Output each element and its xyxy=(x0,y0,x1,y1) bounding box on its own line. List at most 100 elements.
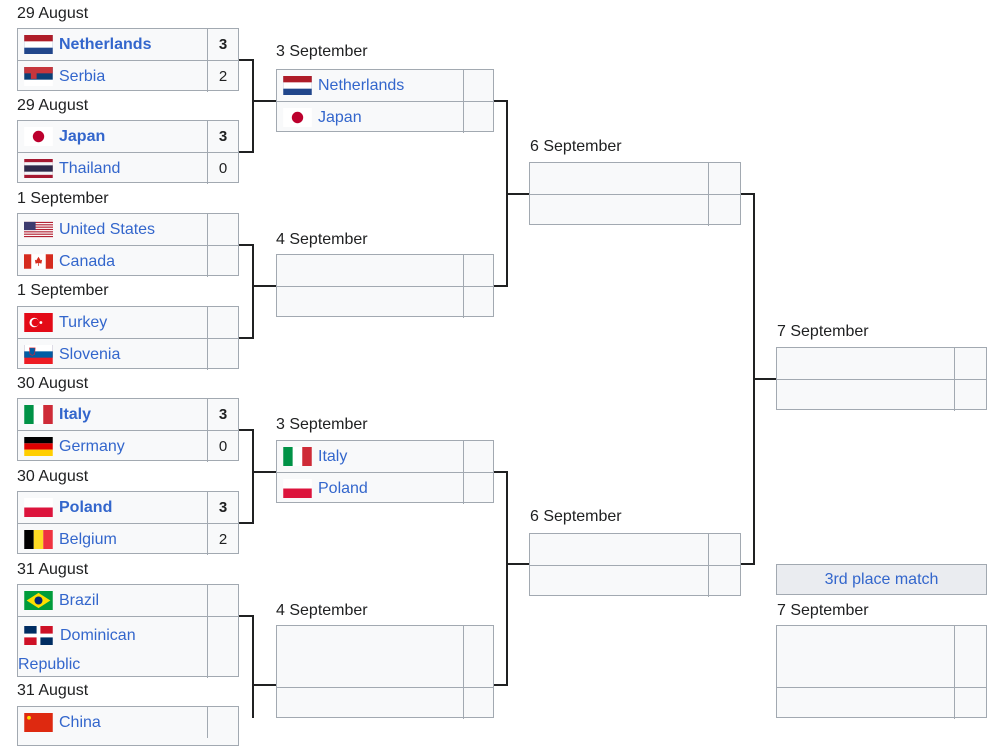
team-link[interactable]: Japan xyxy=(59,127,106,145)
bracket-connector xyxy=(239,615,254,617)
score-cell: 3 xyxy=(207,492,238,523)
bracket-connector xyxy=(239,429,254,431)
match-box: Italy 3 Germany 0 xyxy=(17,398,239,462)
slovenia-flag-icon xyxy=(24,345,53,364)
team-cell: United States xyxy=(18,214,207,245)
team-cell: China xyxy=(18,707,207,738)
match-date: 6 September xyxy=(530,138,622,155)
team-row: Italy xyxy=(277,441,493,472)
score-cell xyxy=(207,707,238,738)
team-row xyxy=(277,687,493,719)
bracket-connector xyxy=(494,285,508,287)
score-cell xyxy=(954,688,986,719)
team-row xyxy=(530,534,740,565)
team-cell: Belgium xyxy=(18,524,207,555)
dominican-republic-flag-icon xyxy=(24,626,53,646)
match-date: 7 September xyxy=(777,602,869,619)
united-states-flag-icon xyxy=(24,221,53,238)
team-cell: Slovenia xyxy=(18,339,207,370)
team-cell: Germany xyxy=(18,431,207,462)
team-link[interactable]: Poland xyxy=(59,498,113,516)
team-cell xyxy=(777,380,954,411)
team-cell xyxy=(777,626,954,687)
netherlands-flag-icon xyxy=(24,35,53,54)
team-link[interactable]: Netherlands xyxy=(59,35,152,53)
team-cell xyxy=(777,348,954,379)
team-row: Japan 3 xyxy=(18,121,238,152)
team-link[interactable]: Brazil xyxy=(59,591,100,609)
japan-flag-icon xyxy=(24,127,53,146)
team-cell: Netherlands xyxy=(18,29,207,60)
team-link[interactable]: Dominican xyxy=(60,627,136,644)
match-date: 29 August xyxy=(17,97,89,114)
match-box xyxy=(776,625,987,719)
match-box: Netherlands Japan xyxy=(276,69,494,133)
poland-flag-icon xyxy=(24,498,53,517)
team-cell xyxy=(530,566,708,597)
team-cell xyxy=(277,626,463,687)
team-row xyxy=(530,194,740,226)
team-link[interactable]: Netherlands xyxy=(318,76,405,94)
team-link[interactable]: Germany xyxy=(59,437,125,455)
team-cell: Japan xyxy=(277,102,463,133)
team-cell: Serbia xyxy=(18,61,207,92)
team-link[interactable]: United States xyxy=(59,220,156,238)
bracket-connector xyxy=(252,285,276,287)
team-row: Belgium 2 xyxy=(18,523,238,555)
team-link[interactable]: Poland xyxy=(318,479,368,497)
team-link[interactable]: Italy xyxy=(59,405,92,423)
team-row: Germany 0 xyxy=(18,430,238,462)
bracket-connector xyxy=(239,337,254,339)
team-link[interactable]: Slovenia xyxy=(59,345,121,363)
score-cell xyxy=(463,255,493,286)
team-cell xyxy=(777,688,954,719)
team-link[interactable]: Republic xyxy=(18,656,81,673)
team-row: Italy 3 xyxy=(18,399,238,430)
match-box xyxy=(776,347,987,411)
match-date: 30 August xyxy=(17,375,89,392)
score-cell xyxy=(463,287,493,318)
team-row: Thailand 0 xyxy=(18,152,238,184)
serbia-flag-icon xyxy=(24,67,53,86)
team-link[interactable]: Italy xyxy=(318,447,348,465)
team-row: Japan xyxy=(277,101,493,133)
bracket-connector xyxy=(239,59,254,61)
team-link[interactable]: Japan xyxy=(318,108,362,126)
team-row xyxy=(277,255,493,286)
bracket-connector xyxy=(506,471,508,686)
bracket-connector xyxy=(239,244,254,246)
bracket-connector xyxy=(252,615,254,718)
team-cell xyxy=(277,287,463,318)
team-cell: Netherlands xyxy=(277,70,463,101)
score-cell xyxy=(708,195,740,226)
italy-flag-icon xyxy=(24,405,53,424)
japan-flag-icon xyxy=(283,108,312,127)
match-box: Poland 3 Belgium 2 xyxy=(17,491,239,555)
team-cell: Canada xyxy=(18,246,207,277)
team-link[interactable]: China xyxy=(59,713,101,731)
bracket-connector xyxy=(494,684,508,686)
score-cell: 2 xyxy=(207,61,238,92)
score-cell xyxy=(207,214,238,245)
team-row: Poland 3 xyxy=(18,492,238,523)
team-row xyxy=(777,348,986,379)
team-row: Turkey xyxy=(18,307,238,338)
team-link[interactable]: Turkey xyxy=(59,313,108,331)
score-cell xyxy=(463,70,493,101)
team-cell: Poland xyxy=(277,473,463,504)
team-cell: Italy xyxy=(18,399,207,430)
china-flag-icon xyxy=(24,713,53,732)
team-link[interactable]: Canada xyxy=(59,252,116,270)
third-place-header[interactable]: 3rd place match xyxy=(776,564,987,595)
score-cell xyxy=(463,473,493,504)
team-link[interactable]: Belgium xyxy=(59,530,117,548)
bracket-connector xyxy=(239,151,254,153)
team-cell xyxy=(530,195,708,226)
team-link[interactable]: Serbia xyxy=(59,67,106,85)
team-row: Slovenia xyxy=(18,338,238,370)
score-cell: 0 xyxy=(207,431,238,462)
score-cell xyxy=(463,626,493,687)
score-cell xyxy=(708,163,740,194)
score-cell: 2 xyxy=(207,524,238,555)
team-link[interactable]: Thailand xyxy=(59,159,121,177)
